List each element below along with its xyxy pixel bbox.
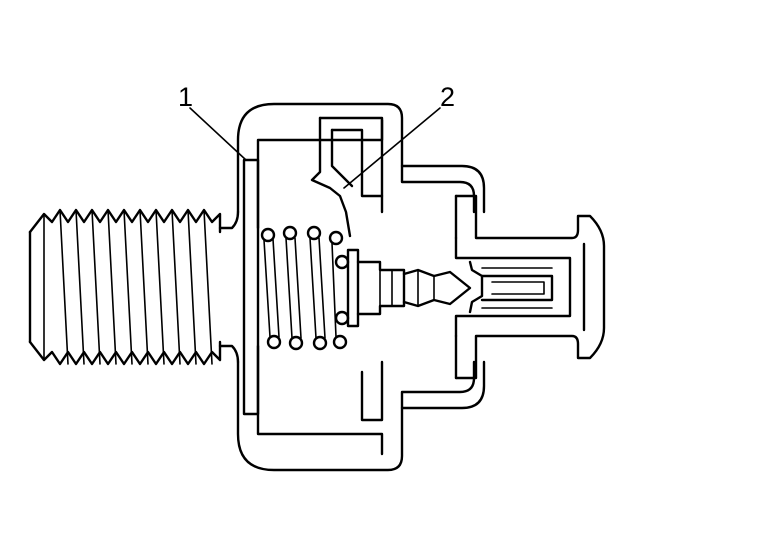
plunger	[346, 248, 472, 328]
coil-spring	[260, 225, 350, 351]
callout-leaders	[189, 107, 441, 189]
threaded-stud	[28, 208, 240, 366]
callout-2-leader	[343, 107, 441, 189]
callout-2-label: 2	[440, 82, 455, 112]
callout-1-label: 1	[178, 82, 193, 112]
diaphragm-plate	[242, 158, 260, 416]
contact-holder	[310, 116, 384, 422]
electrical-connector	[454, 194, 606, 380]
callout-1-leader	[189, 107, 247, 161]
